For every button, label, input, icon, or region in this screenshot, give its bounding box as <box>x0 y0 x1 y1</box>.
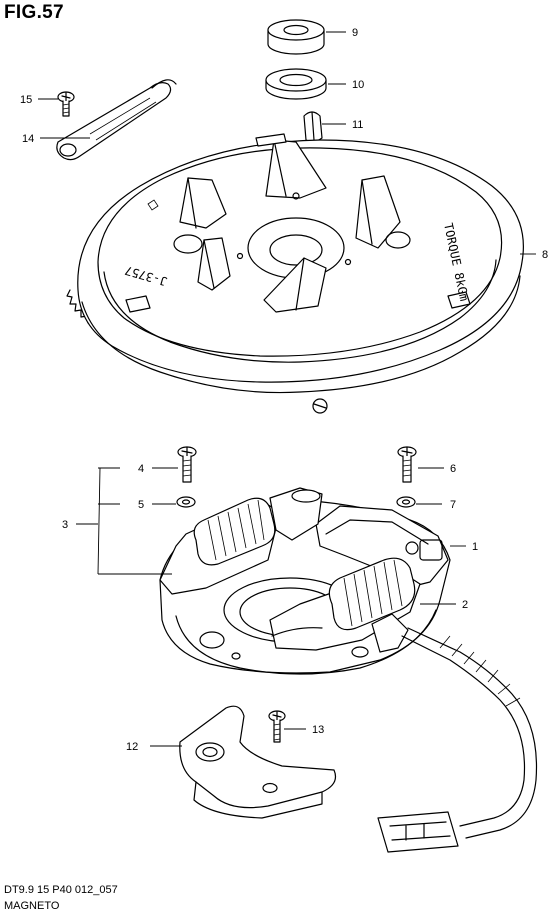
part-15-screw <box>57 91 75 117</box>
part-3-coil-left <box>159 487 323 595</box>
figure-title: FIG.57 <box>4 2 64 23</box>
callout-2: 2 <box>462 599 468 611</box>
callout-14: 14 <box>22 133 34 145</box>
part-7-washer <box>396 496 416 508</box>
part-5-washer <box>176 496 196 508</box>
callout-labels: 9 10 11 15 14 8 4 6 5 7 3 1 2 13 12 <box>20 27 548 753</box>
part-10-washer <box>265 68 327 100</box>
part-8-flywheel: TORQUE 8kGm J-3757 <box>66 133 524 414</box>
callout-8: 8 <box>542 249 548 261</box>
callout-15: 15 <box>20 94 32 106</box>
callout-1: 1 <box>472 541 478 553</box>
callout-6: 6 <box>450 463 456 475</box>
callout-5: 5 <box>138 499 144 511</box>
part-13-screw <box>268 710 286 743</box>
part-12-plate <box>179 705 337 819</box>
callout-3: 3 <box>62 519 68 531</box>
part-2-coil-right <box>269 557 421 651</box>
part-11-key <box>303 111 323 143</box>
part-4-bolt <box>177 446 197 483</box>
wire-harness <box>371 613 538 853</box>
callout-10: 10 <box>352 79 364 91</box>
callout-13: 13 <box>312 724 324 736</box>
callout-4: 4 <box>138 463 144 475</box>
callout-7: 7 <box>450 499 456 511</box>
callout-12: 12 <box>126 741 138 753</box>
part-14-bracket <box>56 79 177 161</box>
part-1-pulser-coil <box>315 505 449 591</box>
drawing-code: DT9.9 15 P40 012_057 <box>4 884 118 896</box>
part-9-washer <box>267 19 325 55</box>
leader-lines <box>38 31 536 747</box>
callout-11: 11 <box>352 119 363 131</box>
callout-9: 9 <box>352 27 358 39</box>
part-6-bolt <box>397 446 417 483</box>
diagram-caption: MAGNETO <box>4 900 60 912</box>
